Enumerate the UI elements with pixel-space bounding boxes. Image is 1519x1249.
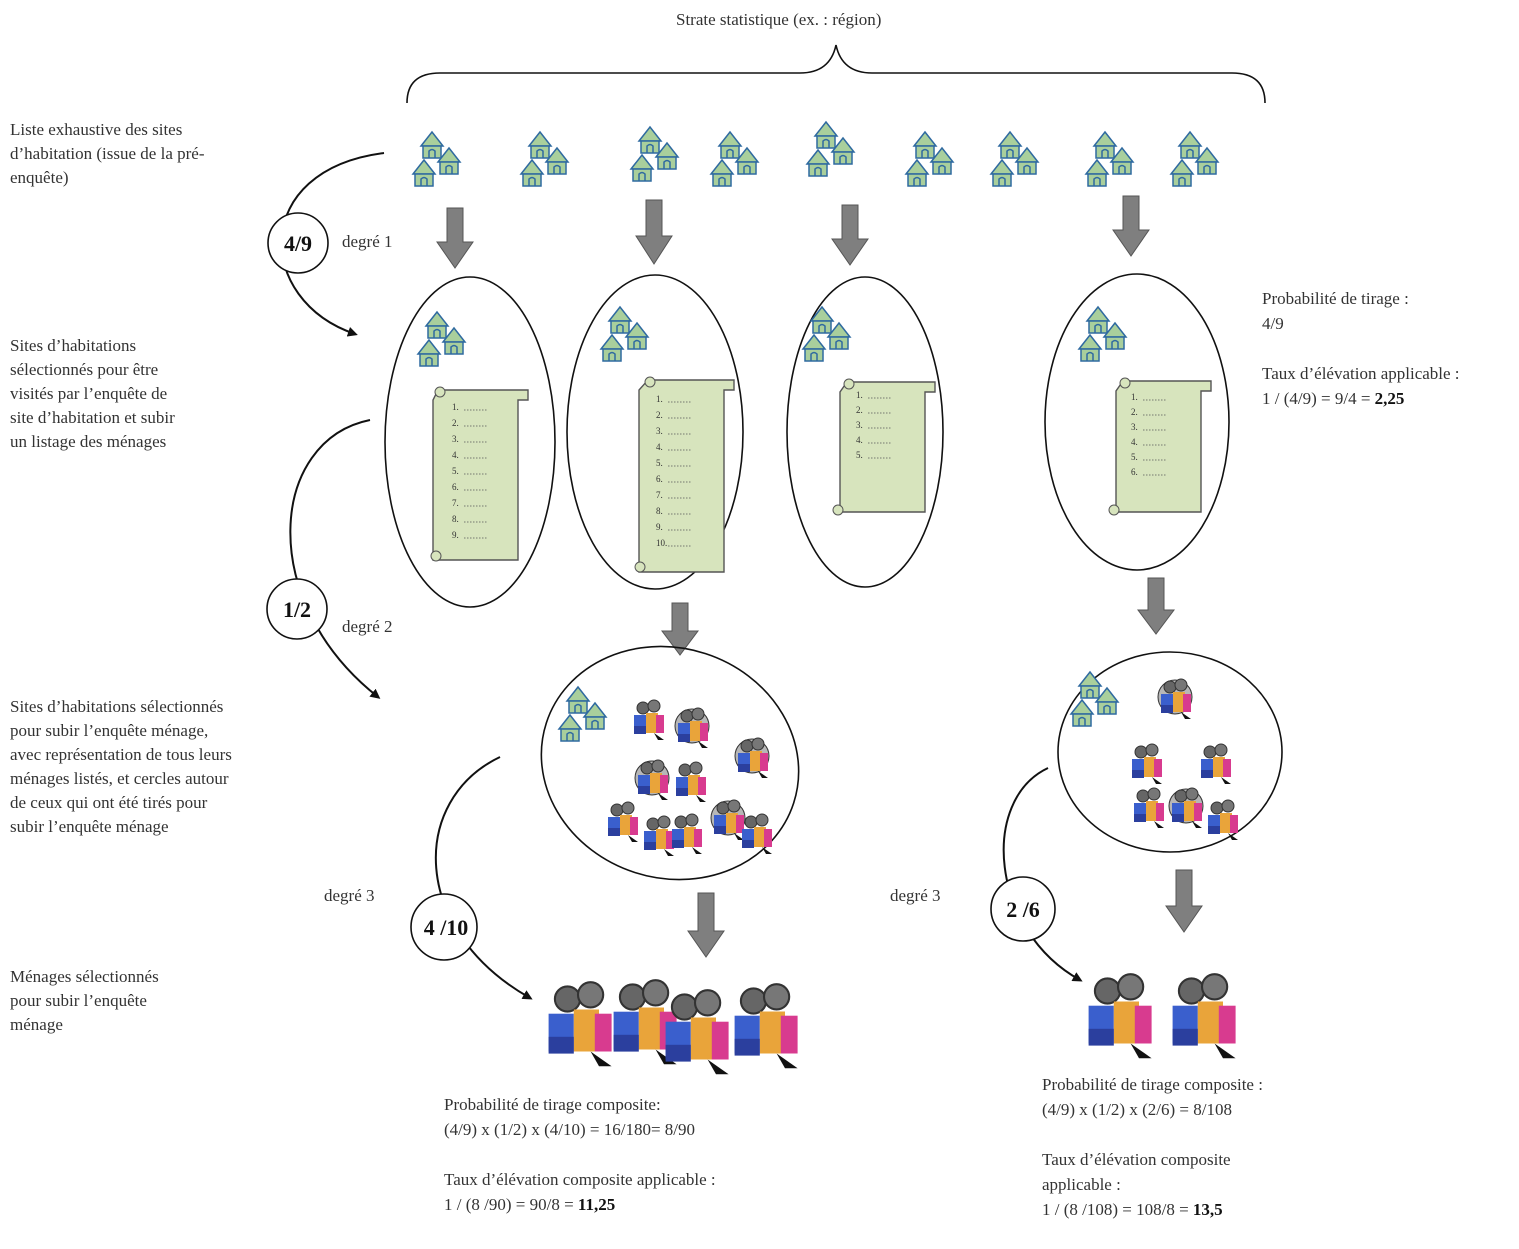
stage1-rate-result: 2,25 [1374,389,1405,408]
strata-title: Strate statistique (ex. : région) [676,10,882,29]
households-right [1131,678,1239,841]
composite-prob-title-right: Probabilité de tirage composite : [1042,1075,1263,1094]
label-households-sites: Sites d’habitations sélectionnés pour su… [10,697,232,836]
down-arrows [436,195,1203,958]
composite-prob-formula-left: (4/9) x (1/2) x (4/10) = 16/180= 8/90 [444,1120,696,1139]
scroll-2 [634,376,735,573]
selected-households-left [549,980,798,1074]
list-item-number: 5. [656,458,663,468]
list-item-number: 3. [452,434,459,444]
list-item-number: 6. [452,482,459,492]
stage1-prob-value: 4/9 [1262,314,1284,333]
list-item-number: 1. [856,390,863,400]
composite-rate-result-right: 13,5 [1192,1200,1223,1219]
list-item-number: 8. [452,514,459,524]
fraction-circle-1: 4/9 [267,212,329,274]
list-item-number: 1. [1131,392,1138,402]
label-sites-selected: Sites d’habitations sélectionnés pour êt… [10,336,175,451]
list-item-number: 2. [1131,407,1138,417]
list-item-number: 10. [656,538,667,548]
fraction-4: 2 /6 [1006,897,1040,922]
composite-prob-formula-right: (4/9) x (1/2) x (2/6) = 8/108 [1042,1100,1232,1119]
bottom-right-results: Probabilité de tirage composite : (4/9) … [1042,1072,1263,1222]
stage1-info: Probabilité de tirage : 4/9 Taux d’éléva… [1262,286,1460,411]
list-item-number: 8. [656,506,663,516]
list-item-number: 1. [656,394,663,404]
composite-rate-line-right: 1 / (8 /108) = 108/8 = 13,5 [1042,1197,1263,1222]
label-final-households: Ménages sélectionnés pour subir l’enquêt… [10,967,159,1034]
stage-1-label: degré 1 [342,232,393,251]
list-item-number: 4. [656,442,663,452]
list-item-number: 3. [1131,422,1138,432]
composite-rate-formula-right: 1 / (8 /108) = 108/8 = [1042,1200,1193,1219]
list-item-number: 4. [1131,437,1138,447]
list-item-number: 2. [656,410,663,420]
list-item-number: 9. [452,530,459,540]
fraction-circle-3: 4 /10 [410,893,478,961]
composite-rate-title-right-1: Taux d’élévation composite [1042,1150,1231,1169]
list-item-number: 5. [452,466,459,476]
households-left [607,699,773,857]
fraction-1: 4/9 [284,231,312,256]
composite-rate-result-left: 11,25 [577,1195,616,1214]
composite-rate-title-right-2: applicable : [1042,1175,1121,1194]
list-item-number: 9. [656,522,663,532]
stage1-rate-title: Taux d’élévation applicable : [1262,364,1460,383]
label-exhaustive-list: Liste exhaustive des sites d’habitation … [10,120,205,187]
composite-rate-title-left: Taux d’élévation composite applicable : [444,1170,716,1189]
stage1-rate-formula: 1 / (4/9) = 9/4 = [1262,389,1375,408]
composite-prob-title-left: Probabilité de tirage composite: [444,1095,661,1114]
fraction-circle-2: 1/2 [266,578,328,640]
list-item-number: 5. [856,450,863,460]
composite-rate-line-left: 1 / (8 /90) = 90/8 = 11,25 [444,1192,716,1217]
scroll-4 [1108,377,1212,516]
list-item-number: 4. [452,450,459,460]
list-item-number: 2. [856,405,863,415]
fraction-2: 1/2 [283,597,311,622]
stage1-rate-line: 1 / (4/9) = 9/4 = 2,25 [1262,386,1460,411]
bottom-left-results: Probabilité de tirage composite: (4/9) x… [444,1092,716,1217]
list-item-number: 7. [452,498,459,508]
scroll-1 [430,386,529,562]
composite-rate-formula-left: 1 / (8 /90) = 90/8 = [444,1195,578,1214]
fraction-circle-4: 2 /6 [990,876,1056,942]
list-item-number: 3. [656,426,663,436]
list-item-number: 3. [856,420,863,430]
strata-brace [406,44,1266,104]
selected-households-right [1089,974,1236,1058]
list-item-number: 2. [452,418,459,428]
fraction-3: 4 /10 [424,915,469,940]
stage1-prob-title: Probabilité de tirage : [1262,289,1409,308]
list-item-number: 6. [1131,467,1138,477]
stage-2-label: degré 2 [342,617,393,636]
list-item-number: 4. [856,435,863,445]
list-item-number: 6. [656,474,663,484]
list-item-number: 7. [656,490,663,500]
list-item-number: 1. [452,402,459,412]
list-item-number: 5. [1131,452,1138,462]
stage-3-label-right: degré 3 [890,886,941,905]
scroll-3 [832,378,936,516]
stage-3-label-left: degré 3 [324,886,375,905]
top-sites-row [413,122,1218,186]
